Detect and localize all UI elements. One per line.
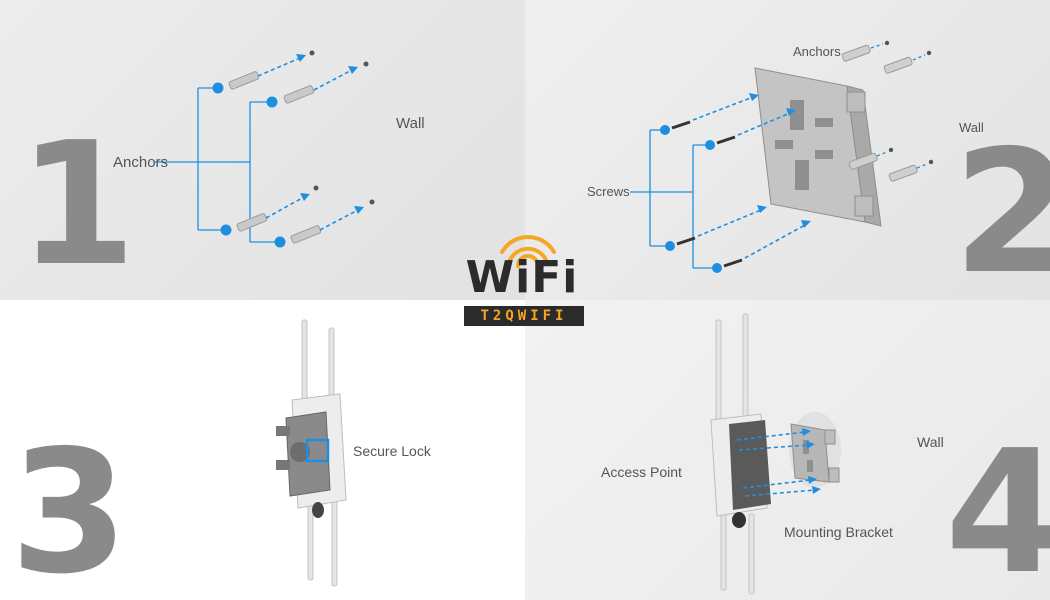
screw-icon xyxy=(671,120,743,268)
logo-wordmark: WiFi xyxy=(465,252,579,303)
wall-label: Wall xyxy=(917,434,944,450)
mounting-bracket-icon xyxy=(789,412,841,488)
step-3-diagram xyxy=(276,319,347,587)
wall-label: Wall xyxy=(396,115,425,132)
anchor-icon xyxy=(841,44,918,182)
wall-label: Wall xyxy=(959,120,984,135)
access-point-label: Access Point xyxy=(601,464,682,480)
step-3-number: 3 xyxy=(10,414,129,600)
step-1-number: 1 xyxy=(18,106,137,300)
anchors-label: Anchors xyxy=(113,154,169,171)
wifi-logo: WiFi T2QWIFI xyxy=(450,232,600,332)
screws-label: Screws xyxy=(587,184,630,199)
step-3-panel: 3 Secure Lock xyxy=(0,300,525,600)
anchor-icon xyxy=(228,71,322,244)
secure-lock-label: Secure Lock xyxy=(353,443,431,459)
mounting-bracket-label: Mounting Bracket xyxy=(784,524,893,540)
secure-lock-highlight xyxy=(305,438,330,463)
step-4-diagram xyxy=(710,313,841,595)
access-point-icon xyxy=(276,319,347,587)
step-4-number: 4 xyxy=(945,414,1050,600)
mounting-bracket-icon xyxy=(754,67,882,227)
step-1-panel: 1 xyxy=(0,0,525,300)
wifi-signal-icon xyxy=(500,234,556,268)
step-2-number: 2 xyxy=(953,114,1050,300)
anchors-label: Anchors xyxy=(793,44,841,59)
logo-badge: T2QWIFI xyxy=(464,306,584,326)
step-2-panel: 2 xyxy=(525,0,1050,300)
step-4-panel: 4 Acc xyxy=(525,300,1050,600)
step-1-diagram xyxy=(155,50,375,248)
access-point-icon xyxy=(710,313,771,595)
step-2-diagram xyxy=(630,40,934,273)
